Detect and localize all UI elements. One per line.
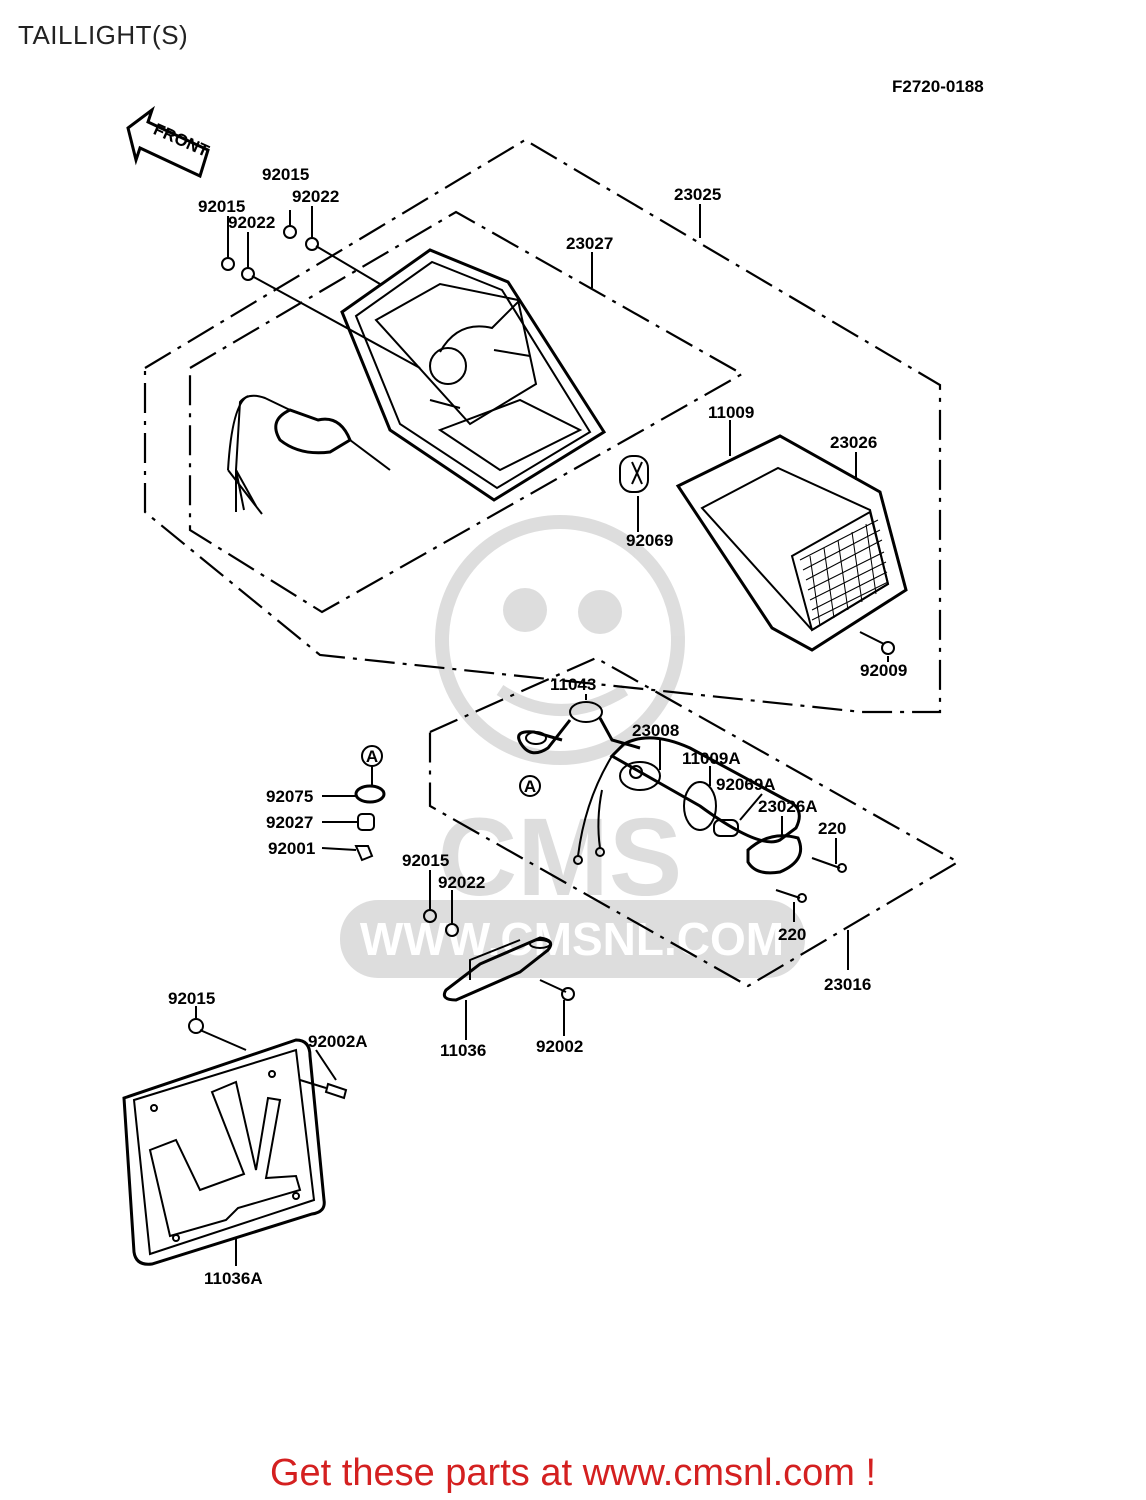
watermark-brand: CMS (438, 796, 682, 919)
license-light-assembly (517, 701, 847, 903)
watermark-url: WWW.CMSNL.COM (360, 913, 784, 965)
part-23026: 23026 (830, 433, 877, 452)
part-23025: 23025 (674, 185, 721, 204)
part-92002: 92002 (536, 1037, 583, 1056)
bulb-icon (619, 455, 649, 493)
part-11036: 11036 (440, 1041, 486, 1060)
part-92069: 92069 (626, 531, 673, 550)
cmsnl-link[interactable]: Get these parts at www.cmsnl.com ! (269, 1452, 877, 1494)
part-11009: 11009 (708, 403, 754, 422)
license-bracket (423, 909, 575, 1002)
part-92015-b: 92015 (198, 197, 245, 216)
part-92027: 92027 (266, 813, 313, 832)
callout-a-upper-icon: A (361, 745, 383, 767)
front-arrow-icon: FRONT (126, 105, 212, 179)
svg-text:A: A (524, 777, 536, 796)
bulb-socket-with-wires (227, 394, 391, 515)
part-23016: 23016 (824, 975, 871, 994)
part-92015-c: 92015 (402, 851, 449, 870)
part-92022-b: 92022 (228, 213, 275, 232)
taillight-housing (340, 248, 607, 502)
part-11043: 11043 (550, 675, 596, 694)
part-23027: 23027 (566, 234, 613, 253)
nut-washer-upper (221, 206, 421, 369)
part-23008: 23008 (632, 721, 679, 740)
callout-a-lower-icon: A (519, 775, 541, 797)
page-title: TAILLIGHT(S) (18, 20, 189, 50)
part-220-b: 220 (778, 925, 806, 944)
assembly-box-23016 (428, 656, 961, 988)
part-labels: 23025 23027 92015 92022 92015 92022 1100… (168, 165, 907, 1288)
part-92015-d: 92015 (168, 989, 215, 1008)
part-92075: 92075 (266, 787, 313, 806)
part-92022-a: 92022 (292, 187, 339, 206)
part-92009: 92009 (860, 661, 907, 680)
license-plate-holder (122, 1018, 348, 1266)
part-92022-c: 92022 (438, 873, 485, 892)
assembly-box-23027 (188, 210, 745, 614)
part-92002A: 92002A (308, 1032, 368, 1051)
assembly-box-23025 (143, 138, 942, 714)
part-92069A: 92069A (716, 775, 776, 794)
footer-link[interactable]: Get these parts at www.cmsnl.com ! (0, 1452, 1146, 1495)
taillight-lens (675, 434, 908, 652)
figure-code: F2720-0188 (892, 77, 984, 96)
grommet-collar-bolt (354, 784, 386, 862)
part-23026A: 23026A (758, 797, 818, 816)
part-92015-a: 92015 (262, 165, 309, 184)
part-11036A: 11036A (204, 1269, 263, 1288)
part-220-a: 220 (818, 819, 846, 838)
part-11009A: 11009A (682, 749, 741, 768)
svg-text:A: A (366, 747, 378, 766)
screw-icon (859, 631, 895, 655)
part-92001: 92001 (268, 839, 315, 858)
